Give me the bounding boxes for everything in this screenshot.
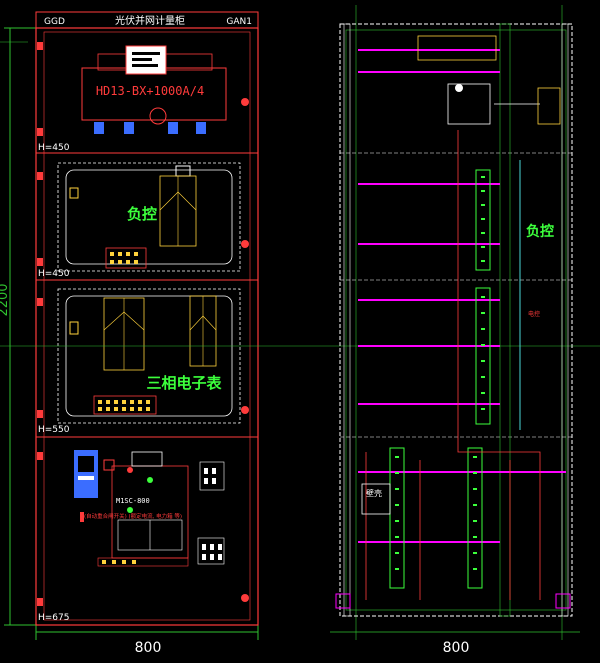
meter-compartment: 三相电子表 — [57, 288, 241, 424]
side-load-control-caption: 负控 — [526, 223, 554, 240]
front-view: 2200 800 GGD 光伏并网计量柜 GAN1 — [0, 11, 259, 656]
load-control-compartment: 负控 — [57, 162, 241, 272]
enclosure-caption: 壁壳 — [366, 488, 382, 498]
mounting-rails — [389, 169, 491, 589]
breaker-side-profile — [417, 35, 561, 125]
switchgear-compartment: M1SC-800 (自动重合闸开关) (额定电流, 电力箱 等) — [74, 450, 225, 567]
breaker-label: HD13-BX+1000A/4 — [96, 84, 204, 98]
meter-caption: 三相电子表 — [146, 374, 222, 392]
side-small-caption: 电控 — [528, 310, 540, 318]
header-title: 光伏并网计量柜 — [115, 14, 185, 27]
compartment-2-height: H=450 — [38, 269, 70, 279]
compartment-3-height: H=550 — [38, 425, 70, 435]
header-left-code: GGD — [44, 17, 65, 27]
front-cabinet-outline — [35, 27, 259, 626]
door-hinges — [37, 42, 43, 606]
breaker-panel: HD13-BX+1000A/4 — [81, 45, 227, 134]
compartment-1-height: H=450 — [38, 143, 70, 153]
side-cabinet-outline — [339, 23, 573, 617]
rail-holes — [395, 176, 485, 570]
load-control-caption: 负控 — [127, 205, 157, 223]
header-right-code: GAN1 — [226, 17, 252, 27]
front-width-dimension-label: 800 — [135, 640, 162, 656]
compartment-4-height: H=675 — [38, 613, 70, 623]
switchgear-note: (自动重合闸开关) (额定电流, 电力箱 等) — [84, 512, 182, 520]
side-view: 800 — [330, 5, 580, 656]
height-dimension-label: 2200 — [0, 283, 11, 316]
side-width-dimension-label: 800 — [443, 640, 470, 656]
wiring — [365, 130, 541, 600]
door-handles — [241, 98, 249, 602]
meter-model-label: M1SC-800 — [116, 497, 150, 505]
